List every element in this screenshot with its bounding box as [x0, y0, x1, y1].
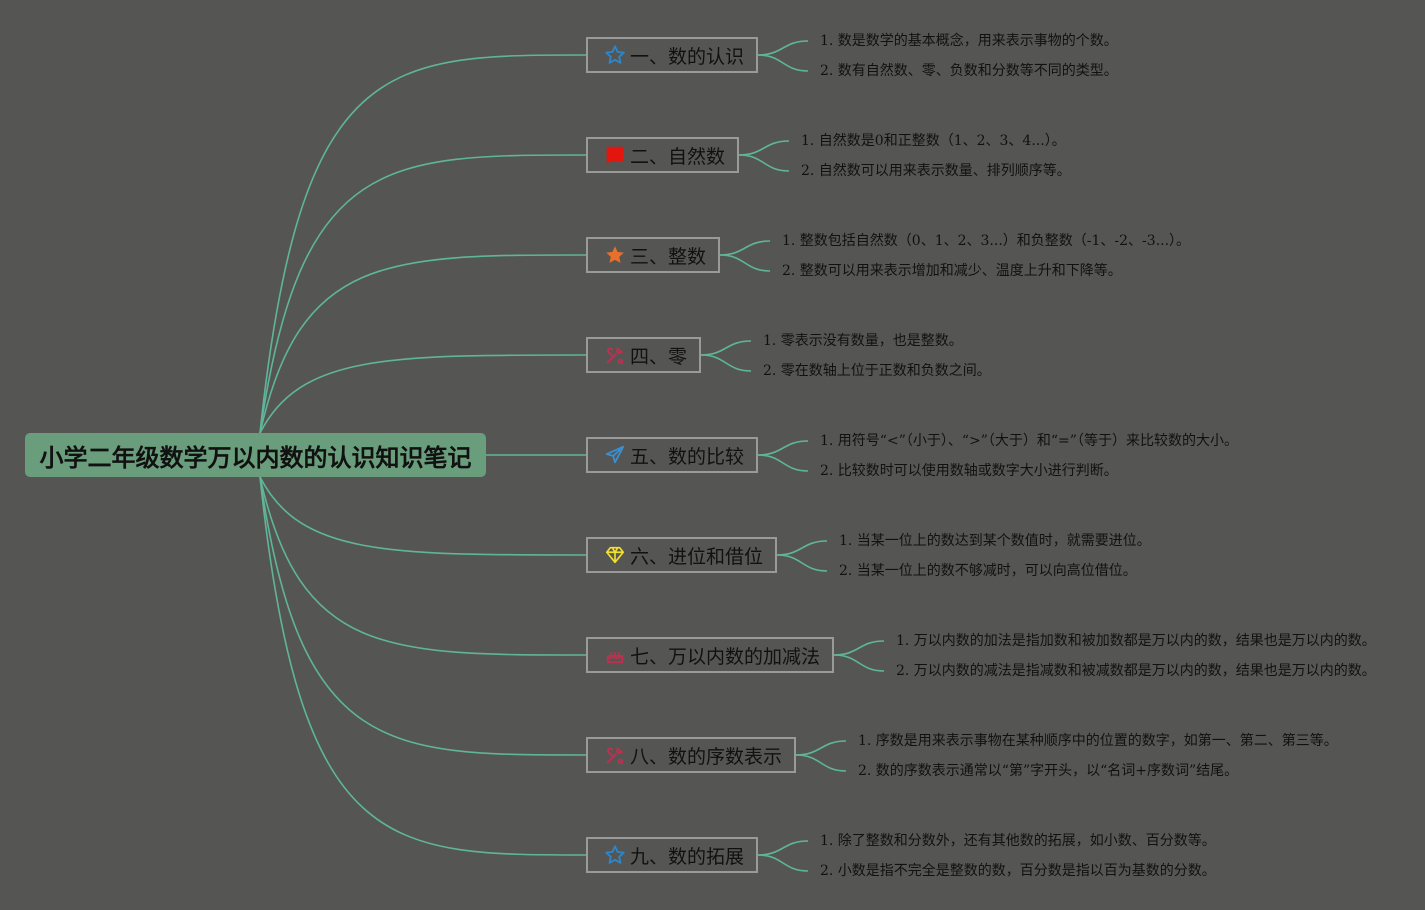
branch-title: 二、自然数 — [630, 145, 726, 168]
branch-title: 一、数的认识 — [630, 45, 745, 68]
leaf-connector — [833, 640, 885, 656]
branch-1-note-2[interactable]: 2. 数有自然数、零、负数和分数等不同的类型。 — [820, 63, 1118, 79]
leaf-connector — [795, 754, 847, 772]
branch-4-note-1[interactable]: 1. 零表示没有数量，也是整数。 — [763, 333, 963, 349]
branch-9-note-1[interactable]: 1. 除了整数和分数外，还有其他数的拓展，如小数、百分数等。 — [820, 833, 1216, 849]
root-connector-8 — [259, 476, 587, 756]
branch-title: 四、零 — [630, 345, 688, 368]
branch-topic-7[interactable]: 七、万以内数的加减法 — [586, 637, 835, 673]
leaf-connector — [757, 454, 809, 472]
leaf-connector — [757, 440, 809, 456]
leaf-connector — [757, 54, 809, 72]
branch-topic-6[interactable]: 六、进位和借位 — [586, 537, 778, 573]
tools-icon — [604, 344, 626, 366]
leaf-connector — [833, 654, 885, 672]
tools-icon — [604, 744, 626, 766]
leaf-connector — [757, 854, 809, 872]
branch-3-note-2[interactable]: 2. 整数可以用来表示增加和减少、温度上升和下降等。 — [782, 263, 1122, 279]
root-connector-7 — [259, 476, 587, 656]
diamond-icon — [604, 544, 626, 566]
branch-topic-3[interactable]: 三、整数 — [586, 237, 721, 273]
paper-plane-icon — [604, 444, 626, 466]
leaf-connector — [776, 554, 828, 572]
root-connector-3 — [259, 254, 587, 434]
leaf-connector — [757, 40, 809, 56]
branch-2-note-1[interactable]: 1. 自然数是0和正整数（1、2、3、4...）。 — [801, 133, 1066, 149]
branch-topic-5[interactable]: 五、数的比较 — [586, 437, 759, 473]
branch-title: 八、数的序数表示 — [630, 745, 783, 768]
root-connector-1 — [259, 54, 587, 434]
root-connector-2 — [259, 154, 587, 434]
branch-title: 五、数的比较 — [630, 445, 745, 468]
branch-title: 三、整数 — [630, 245, 707, 268]
branch-topic-2[interactable]: 二、自然数 — [586, 137, 740, 173]
leaf-connector — [738, 154, 790, 172]
leaf-connector — [757, 840, 809, 856]
root-connector-4 — [259, 354, 587, 434]
branch-title: 六、进位和借位 — [630, 545, 764, 568]
branch-topic-1[interactable]: 一、数的认识 — [586, 37, 759, 73]
leaf-connector — [776, 540, 828, 556]
branch-3-note-1[interactable]: 1. 整数包括自然数（0、1、2、3...）和负整数（-1、-2、-3...）。 — [782, 233, 1191, 249]
branch-title: 七、万以内数的加减法 — [630, 645, 821, 668]
branch-7-note-2[interactable]: 2. 万以内数的减法是指减数和被减数都是万以内的数，结果也是万以内的数。 — [896, 663, 1376, 679]
star-outline-icon — [604, 844, 626, 866]
leaf-connector — [719, 254, 771, 272]
leaf-connector — [700, 354, 752, 372]
root-connector-9 — [259, 476, 587, 856]
branch-topic-4[interactable]: 四、零 — [586, 337, 702, 373]
branch-6-note-2[interactable]: 2. 当某一位上的数不够减时，可以向高位借位。 — [839, 563, 1137, 579]
leaf-connector — [719, 240, 771, 256]
branch-6-note-1[interactable]: 1. 当某一位上的数达到某个数值时，就需要进位。 — [839, 533, 1151, 549]
red-flag-icon — [604, 144, 626, 166]
star-filled-icon — [604, 244, 626, 266]
cake-icon — [604, 644, 626, 666]
root-topic[interactable]: 小学二年级数学万以内数的认识知识笔记 — [25, 433, 486, 477]
leaf-connector — [738, 140, 790, 156]
root-connector-6 — [259, 476, 587, 556]
branch-topic-9[interactable]: 九、数的拓展 — [586, 837, 759, 873]
branch-5-note-2[interactable]: 2. 比较数时可以使用数轴或数字大小进行判断。 — [820, 463, 1118, 479]
branch-2-note-2[interactable]: 2. 自然数可以用来表示数量、排列顺序等。 — [801, 163, 1071, 179]
branch-topic-8[interactable]: 八、数的序数表示 — [586, 737, 797, 773]
leaf-connector — [700, 340, 752, 356]
branch-4-note-2[interactable]: 2. 零在数轴上位于正数和负数之间。 — [763, 363, 991, 379]
branch-9-note-2[interactable]: 2. 小数是指不完全是整数的数，百分数是指以百为基数的分数。 — [820, 863, 1216, 879]
branch-5-note-1[interactable]: 1. 用符号“<”（小于）、“>”（大于）和“=”（等于）来比较数的大小。 — [820, 433, 1238, 449]
branch-1-note-1[interactable]: 1. 数是数学的基本概念，用来表示事物的个数。 — [820, 33, 1118, 49]
leaf-connector — [795, 740, 847, 756]
branch-7-note-1[interactable]: 1. 万以内数的加法是指加数和被加数都是万以内的数，结果也是万以内的数。 — [896, 633, 1376, 649]
branch-title: 九、数的拓展 — [630, 845, 745, 868]
star-outline-icon — [604, 44, 626, 66]
branch-8-note-2[interactable]: 2. 数的序数表示通常以“第”字开头，以“名词+序数词”结尾。 — [858, 763, 1239, 779]
branch-8-note-1[interactable]: 1. 序数是用来表示事物在某种顺序中的位置的数字，如第一、第二、第三等。 — [858, 733, 1338, 749]
